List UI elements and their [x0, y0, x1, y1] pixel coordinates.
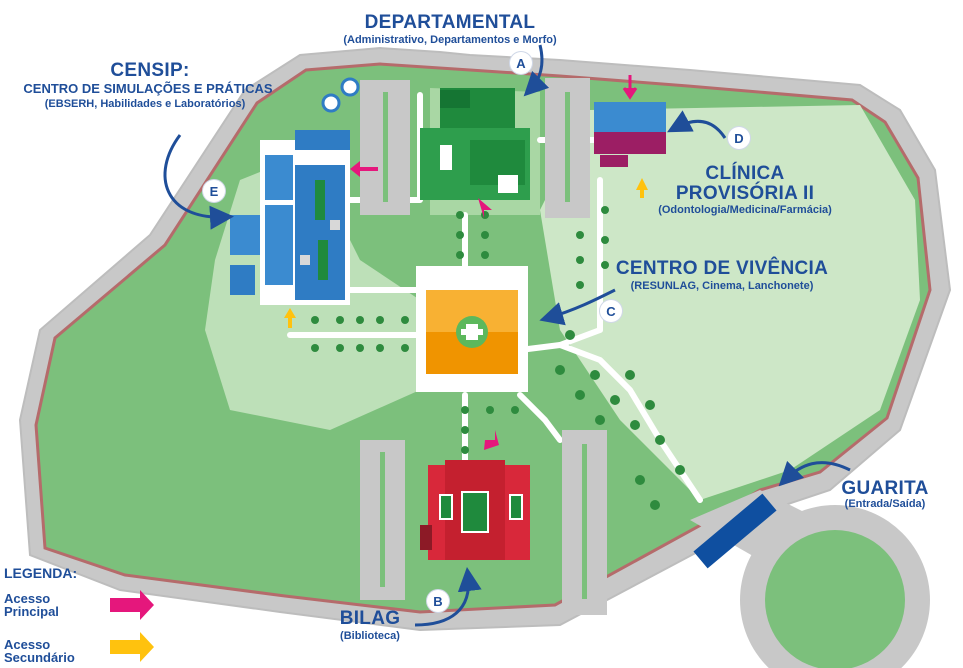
trees: [311, 206, 685, 510]
primary-access-icon: [484, 430, 499, 450]
primary-access-icon: [350, 161, 378, 177]
guarita-gate: [693, 493, 777, 569]
label-clinica-subtitle: (Odontologia/Medicina/Farmácia): [658, 204, 832, 216]
label-clinica-line2: PROVISÓRIA II: [675, 183, 815, 204]
building-departamental: [420, 88, 530, 200]
label-centro-vivencia-title: CENTRO DE VIVÊNCIA: [615, 258, 829, 279]
marker-icon: [321, 93, 341, 113]
legend-secondary-label-2: Secundário: [4, 650, 75, 665]
primary-access-icon: [478, 198, 492, 218]
label-guarita-title: GUARITA: [841, 478, 929, 499]
label-pointers: [163, 44, 851, 627]
legend-secondary-arrow-icon: [110, 632, 154, 662]
label-guarita-subtitle: (Entrada/Saída): [844, 498, 926, 510]
marker-icon: [340, 77, 360, 97]
primary-access-icon: [622, 75, 638, 100]
label-bilag-title: BILAG: [339, 608, 401, 629]
legend-primary-arrow-icon: [110, 590, 154, 620]
label-censip-title: CENSIP:: [110, 60, 190, 81]
building-centro-vivencia: [416, 266, 528, 392]
legend-title: LEGENDA:: [4, 565, 78, 581]
label-clinica-line1: CLÍNICA: [705, 163, 785, 184]
building-bilag: [420, 460, 530, 560]
secondary-access-icon: [284, 308, 296, 328]
building-clinica: [594, 102, 666, 167]
secondary-access-icon: [636, 178, 648, 198]
badge-b: B: [427, 590, 449, 612]
badge-c: C: [600, 300, 622, 322]
label-departamental-subtitle: (Administrativo, Departamentos e Morfo): [343, 34, 557, 46]
label-censip-subtitle: (EBSERH, Habilidades e Laboratórios): [44, 98, 246, 110]
label-bilag-subtitle: (Biblioteca): [340, 630, 400, 642]
legend-primary-label-2: Principal: [4, 604, 59, 619]
legend-primary-label-1: Acesso: [4, 591, 51, 606]
badge-e: E: [203, 180, 225, 202]
badge-d: D: [728, 127, 750, 149]
legend-secondary-label-1: Acesso: [4, 637, 51, 652]
parking-stripes: [380, 92, 587, 599]
label-departamental-title: DEPARTAMENTAL: [364, 12, 536, 33]
access-arrows: [284, 75, 648, 450]
label-censip-line2: CENTRO DE SIMULAÇÕES E PRÁTICAS: [23, 81, 273, 96]
label-centro-vivencia-subtitle: (RESUNLAG, Cinema, Lanchonete): [630, 280, 814, 292]
badge-a: A: [510, 52, 532, 74]
building-censip: [230, 130, 350, 305]
roundabout-center: [765, 530, 905, 668]
